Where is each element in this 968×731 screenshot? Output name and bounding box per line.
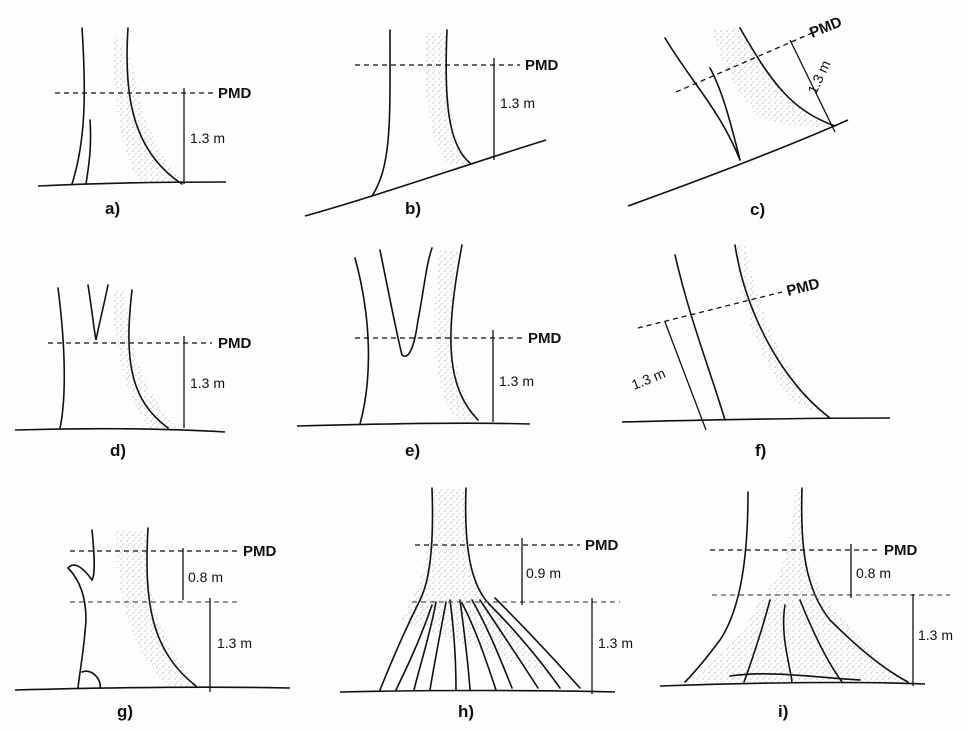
- panel-f: PMD 1.3 m f): [622, 245, 890, 460]
- pmd-label-h: PMD: [585, 537, 619, 554]
- panel-d: PMD 1.3 m d): [15, 285, 252, 460]
- ground-line-b: [305, 140, 546, 216]
- panel-label-c: c): [750, 200, 765, 219]
- pmd-label-i: PMD: [884, 542, 918, 559]
- panel-g: PMD 0.8 m 1.3 m g): [15, 528, 290, 721]
- ground-line-c: [628, 120, 848, 206]
- panel-i: PMD 0.8 m 1.3 m i): [660, 488, 953, 721]
- ground-line-e: [297, 423, 530, 426]
- panel-c: PMD 1.3 m c): [628, 13, 848, 219]
- trunk-fork-e: [380, 248, 432, 356]
- root-1a-h: [380, 600, 420, 690]
- pmd-label-c: PMD: [807, 13, 844, 41]
- height-label-e: 1.3 m: [499, 373, 534, 389]
- trunk-left-edge-d: [58, 288, 64, 428]
- offset-label-g: 0.8 m: [188, 569, 223, 585]
- height-label-i: 1.3 m: [918, 627, 953, 643]
- pmd-label-b: PMD: [525, 57, 559, 74]
- pmd-label-d: PMD: [218, 335, 252, 352]
- panel-a: PMD 1.3 m a): [38, 28, 252, 218]
- trunk-shading-a: [114, 35, 185, 182]
- trunk-shading-d: [112, 290, 178, 428]
- offset-label-h: 0.9 m: [526, 565, 561, 581]
- panel-label-g: g): [117, 702, 133, 721]
- root-flare-g: [82, 671, 100, 688]
- ground-line-f: [622, 418, 890, 422]
- panel-label-e: e): [405, 441, 420, 460]
- panel-h: PMD 0.9 m 1.3 m h): [340, 488, 633, 721]
- panel-e: PMD 1.3 m e): [297, 245, 562, 460]
- panel-b: PMD 1.3 m b): [305, 30, 559, 218]
- ground-line-a: [38, 182, 226, 186]
- trunk-fork-d: [88, 285, 108, 340]
- panel-label-h: h): [458, 702, 474, 721]
- height-label-f: 1.3 m: [629, 365, 667, 393]
- ground-line-d: [15, 429, 225, 432]
- height-bar-f: [665, 322, 706, 430]
- height-label-a: 1.3 m: [190, 130, 225, 146]
- height-label-g: 1.3 m: [217, 635, 252, 651]
- ground-line-i: [660, 683, 925, 686]
- trunk-left-edge-e: [355, 258, 368, 424]
- pmd-label-g: PMD: [243, 543, 277, 560]
- height-label-b: 1.3 m: [500, 95, 535, 111]
- panel-label-a: a): [105, 199, 120, 218]
- pmd-label-e: PMD: [528, 330, 562, 347]
- panel-label-d: d): [110, 441, 126, 460]
- panel-label-i: i): [778, 702, 788, 721]
- panel-label-b: b): [405, 199, 421, 218]
- pmd-label-f: PMD: [785, 275, 822, 300]
- trunk-left-edge-g: [68, 530, 94, 688]
- trunk-left-edge-a: [72, 28, 84, 184]
- trunk-shading-f: [735, 245, 828, 418]
- height-label-h: 1.3 m: [598, 635, 633, 651]
- pmd-label-a: PMD: [218, 85, 252, 102]
- ground-line-g: [15, 687, 290, 690]
- ground-line-h: [340, 691, 615, 693]
- height-label-d: 1.3 m: [190, 375, 225, 391]
- trunk-shading-g: [115, 530, 198, 686]
- trunk-left-edge-b: [372, 30, 390, 196]
- trunk-left-edge-f: [675, 255, 725, 420]
- panel-label-f: f): [755, 441, 766, 460]
- offset-label-i: 0.8 m: [856, 565, 891, 581]
- trunk-shading-i: [680, 488, 905, 682]
- trunk-bark-line-a: [86, 120, 91, 184]
